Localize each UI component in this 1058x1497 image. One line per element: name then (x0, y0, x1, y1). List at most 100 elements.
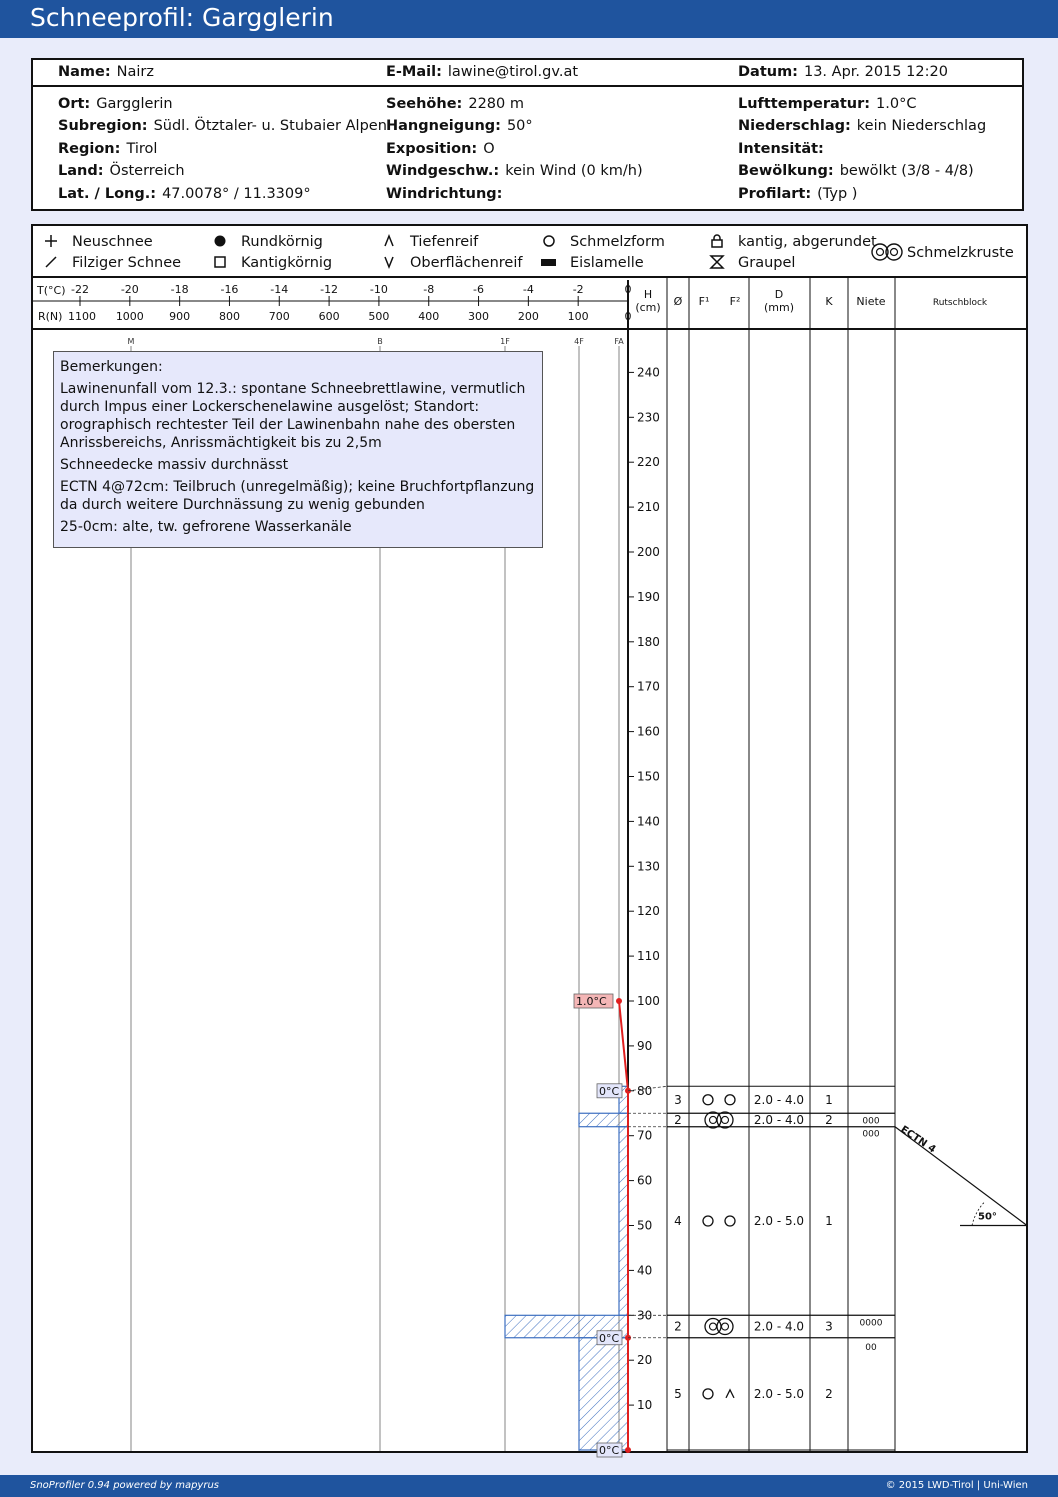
res-tick-label: 400 (418, 310, 439, 323)
height-tick-label: 160 (637, 725, 660, 739)
name-field: Name:Nairz (58, 64, 155, 80)
column-header: Niete (856, 295, 885, 308)
melt-crust-icon (716, 1317, 734, 1336)
legend-item: kantig, abgerundet (711, 234, 877, 250)
temp-tick-label: -10 (370, 283, 388, 296)
height-tick-label: 230 (637, 410, 660, 424)
date-field: Datum:13. Apr. 2015 12:20 (738, 64, 948, 80)
lock-icon (711, 239, 723, 248)
title-bar: Schneeprofil: Gargglerin (0, 0, 1058, 38)
hardness-code: 2 (825, 1387, 833, 1401)
legend-label: Kantigkörnig (241, 255, 332, 271)
layer-connector (627, 1085, 668, 1092)
temp-tick-label: -6 (473, 283, 484, 296)
footer-credit: SnoProfiler 0.94 powered by mapyrus (30, 1480, 220, 1491)
height-tick-label: 200 (637, 545, 660, 559)
height-tick-label: 150 (637, 770, 660, 784)
res-tick-label: 600 (319, 310, 340, 323)
melt-form-icon (702, 1094, 714, 1106)
remarks-p2: Schneedecke massiv durchnässt (60, 457, 289, 473)
temp-tick-label: -16 (220, 283, 238, 296)
height-tick-label: 100 (637, 994, 660, 1008)
temperature-label-box (596, 1442, 623, 1458)
hardness-code: 1 (825, 1214, 833, 1228)
height-tick-label: 10 (637, 1398, 652, 1412)
height-tick-label: 180 (637, 635, 660, 649)
temperature-label: 1.0°C (576, 995, 607, 1008)
legend-item: Rundkörnig (214, 234, 323, 250)
grain-diameter: 3 (674, 1093, 682, 1107)
res-tick-label: 1100 (68, 310, 96, 323)
remarks-p3: ECTN 4@72cm: Teilbruch (unregelmäßig); k… (60, 479, 535, 513)
melt-crust-icon (885, 243, 903, 261)
height-tick-label: 240 (637, 365, 660, 379)
caret-up-icon (384, 233, 394, 247)
windrichtung-field: Windrichtung: (386, 186, 503, 202)
legend-item: Graupel (709, 255, 795, 271)
filled-circle-icon (214, 235, 226, 247)
temperature-label-box (573, 993, 614, 1009)
res-tick-label: 0 (625, 310, 632, 323)
height-tick-label: 70 (637, 1129, 652, 1143)
remarks-p4: 25-0cm: alte, tw. gefrorene Wasserkanäle (60, 519, 352, 535)
hangneigung-field: Hangneigung:50° (386, 118, 533, 134)
hardness-label: B (377, 337, 383, 346)
slash-icon (45, 256, 57, 268)
temperature-label: 0°C (599, 1444, 619, 1457)
legend-label: Schmelzform (570, 234, 665, 250)
legend-item: Oberflächenreif (384, 255, 523, 271)
depth-hoar-icon (725, 1388, 735, 1399)
grain-size: 2.0 - 4.0 (754, 1113, 804, 1127)
land-field: Land:Österreich (58, 163, 185, 179)
windgeschw-field: Windgeschw.:kein Wind (0 km/h) (386, 163, 643, 179)
test-angle: 50° (978, 1212, 997, 1223)
temp-axis-label: T(°C) (36, 284, 65, 297)
legend-item: Filziger Schnee (45, 255, 181, 271)
hardness-code: 2 (825, 1113, 833, 1127)
rivet-marks: 000 (862, 1130, 879, 1140)
column-header: Ø (674, 295, 683, 308)
remarks-box: Bemerkungen: Lawinenunfall vom 12.3.: sp… (53, 351, 543, 548)
caret-down-icon (384, 256, 394, 270)
height-tick-label: 190 (637, 590, 660, 604)
email-field: E-Mail:lawine@tirol.gv.at (386, 64, 579, 80)
column-header: D (775, 288, 783, 301)
hardness-label: 1F (500, 337, 510, 346)
column-header: Rutschblock (933, 298, 988, 308)
column-header: K (825, 295, 833, 308)
grain-size: 2.0 - 4.0 (754, 1320, 804, 1334)
rivet-marks: 00 (865, 1343, 877, 1353)
remarks-title: Bemerkungen: (60, 359, 163, 375)
melt-crust-icon (871, 243, 889, 261)
height-tick-label: 110 (637, 949, 660, 963)
melt-crust-icon (720, 1322, 730, 1331)
res-tick-label: 1000 (116, 310, 144, 323)
footer-copyright: © 2015 LWD-Tirol | Uni-Wien (885, 1480, 1028, 1491)
legend-label: Schmelzkruste (907, 245, 1014, 261)
ort-field: Ort:Gargglerin (58, 96, 173, 112)
hardness-bar (618, 1126, 629, 1316)
info-panel: Name:Nairz E-Mail:lawine@tirol.gv.at Dat… (31, 58, 1024, 211)
height-tick-label: 90 (637, 1039, 652, 1053)
page-title: Schneeprofil: Gargglerin (30, 3, 334, 32)
legend-label: Oberflächenreif (410, 255, 523, 271)
column-header: F¹ (699, 295, 710, 308)
melt-crust-icon (889, 247, 899, 257)
info-separator (33, 85, 1022, 87)
grain-diameter: 4 (674, 1214, 682, 1228)
temperature-label-box (596, 1083, 623, 1099)
melt-crust-icon (716, 1111, 734, 1129)
graupel-icon (709, 255, 725, 269)
remarks-p1: Lawinenunfall vom 12.3.: spontane Schnee… (60, 381, 526, 451)
rivet-marks: 0000 (860, 1318, 883, 1328)
temperature-point (625, 1447, 631, 1453)
legend-item: Neuschnee (45, 234, 153, 250)
region-field: Region:Tirol (58, 141, 158, 157)
column-header-unit: (mm) (764, 301, 794, 314)
temp-tick-label: -22 (71, 283, 89, 296)
lufttemp-field: Lufttemperatur:1.0°C (738, 96, 917, 112)
grain-size: 2.0 - 5.0 (754, 1214, 804, 1228)
temperature-label: 0°C (599, 1085, 619, 1098)
